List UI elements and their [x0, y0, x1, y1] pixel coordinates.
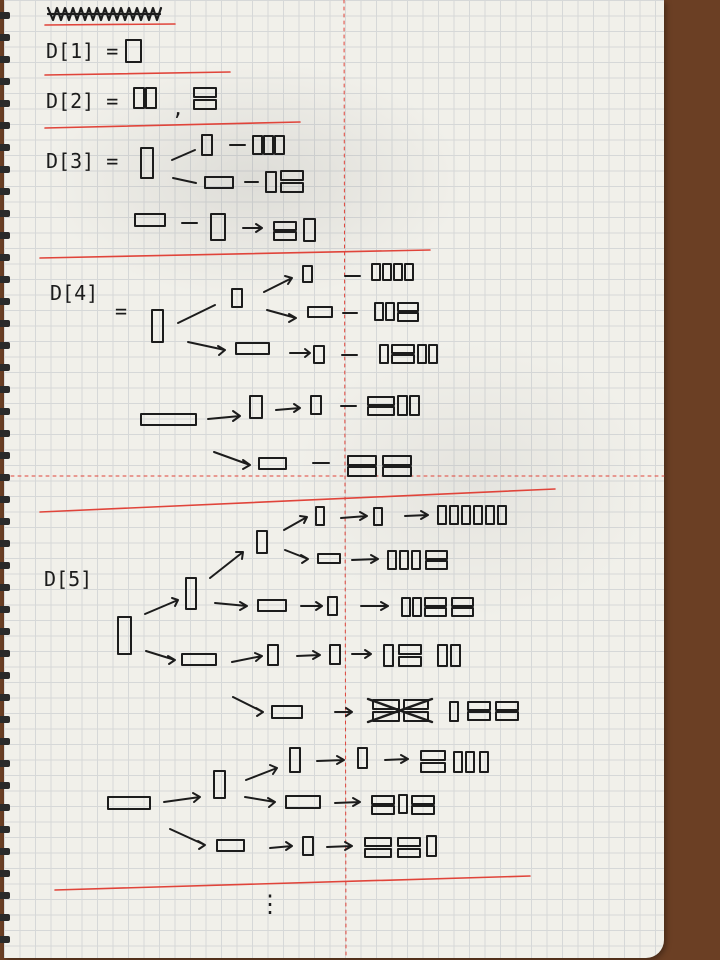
label-d3: D[3] =	[46, 149, 118, 173]
label-d4-equals: =	[115, 299, 127, 323]
spiral-binding-ring	[0, 386, 10, 393]
rule-5	[39, 488, 556, 513]
spiral-binding-ring	[0, 782, 10, 789]
rule-4	[39, 249, 431, 259]
spiral-binding-ring	[0, 166, 10, 173]
spiral-binding-ring	[0, 804, 10, 811]
spiral-binding-ring	[0, 540, 10, 547]
label-d2: D[2] =	[46, 89, 118, 113]
spiral-binding-ring	[0, 188, 10, 195]
d5-tree	[107, 505, 519, 858]
spiral-binding-ring	[0, 254, 10, 261]
spiral-binding-ring	[0, 78, 10, 85]
spiral-binding-ring	[0, 628, 10, 635]
rule-6	[54, 875, 531, 891]
spiral-binding-ring	[0, 738, 10, 745]
spiral-binding-ring	[0, 870, 10, 877]
spiral-binding-ring	[0, 496, 10, 503]
spiral-binding-ring	[0, 716, 10, 723]
spiral-binding-ring	[0, 430, 10, 437]
spiral-binding-ring	[0, 12, 10, 19]
spiral-binding-ring	[0, 606, 10, 613]
label-d4: D[4]	[50, 281, 98, 305]
spiral-binding-ring	[0, 210, 10, 217]
label-d5: D[5]	[44, 567, 92, 591]
rule-1	[44, 23, 176, 26]
spiral-binding-ring	[0, 232, 10, 239]
spiral-binding-ring	[0, 122, 10, 129]
section-rules	[39, 23, 556, 891]
spiral-binding-ring	[0, 34, 10, 41]
spiral-binding-ring	[0, 320, 10, 327]
spiral-binding-ring	[0, 760, 10, 767]
spiral-binding-ring	[0, 452, 10, 459]
spiral-binding-ring	[0, 694, 10, 701]
spiral-binding-ring	[0, 144, 10, 151]
d4-tree	[140, 263, 438, 477]
spiral-binding-ring	[0, 342, 10, 349]
spiral-binding-ring	[0, 848, 10, 855]
spiral-binding-ring	[0, 474, 10, 481]
spiral-binding-ring	[0, 892, 10, 899]
spiral-binding-ring	[0, 364, 10, 371]
spiral-binding-ring	[0, 518, 10, 525]
label-d1: D[1] =	[46, 39, 118, 63]
heading-scribble	[46, 6, 163, 22]
spiral-binding-ring	[0, 298, 10, 305]
spiral-binding-ring	[0, 562, 10, 569]
center-fold-line	[343, 0, 347, 959]
spiral-binding-ring	[0, 936, 10, 943]
spiral-binding-ring	[0, 650, 10, 657]
spiral-binding-ring	[0, 276, 10, 283]
comma: ,	[172, 96, 184, 120]
spiral-binding-ring	[0, 408, 10, 415]
d3-tree	[134, 134, 316, 242]
rule-3	[44, 121, 301, 129]
d2-tiles	[133, 87, 217, 110]
rule-2	[44, 71, 231, 76]
continuation-dots: ⋮	[258, 890, 282, 918]
spiral-binding-ring	[0, 672, 10, 679]
spiral-binding-ring	[0, 100, 10, 107]
spiral-binding-ring	[0, 584, 10, 591]
spiral-binding-ring	[0, 826, 10, 833]
spiral-binding-ring	[0, 56, 10, 63]
d1-tiles	[125, 39, 142, 63]
spiral-binding-ring	[0, 914, 10, 921]
